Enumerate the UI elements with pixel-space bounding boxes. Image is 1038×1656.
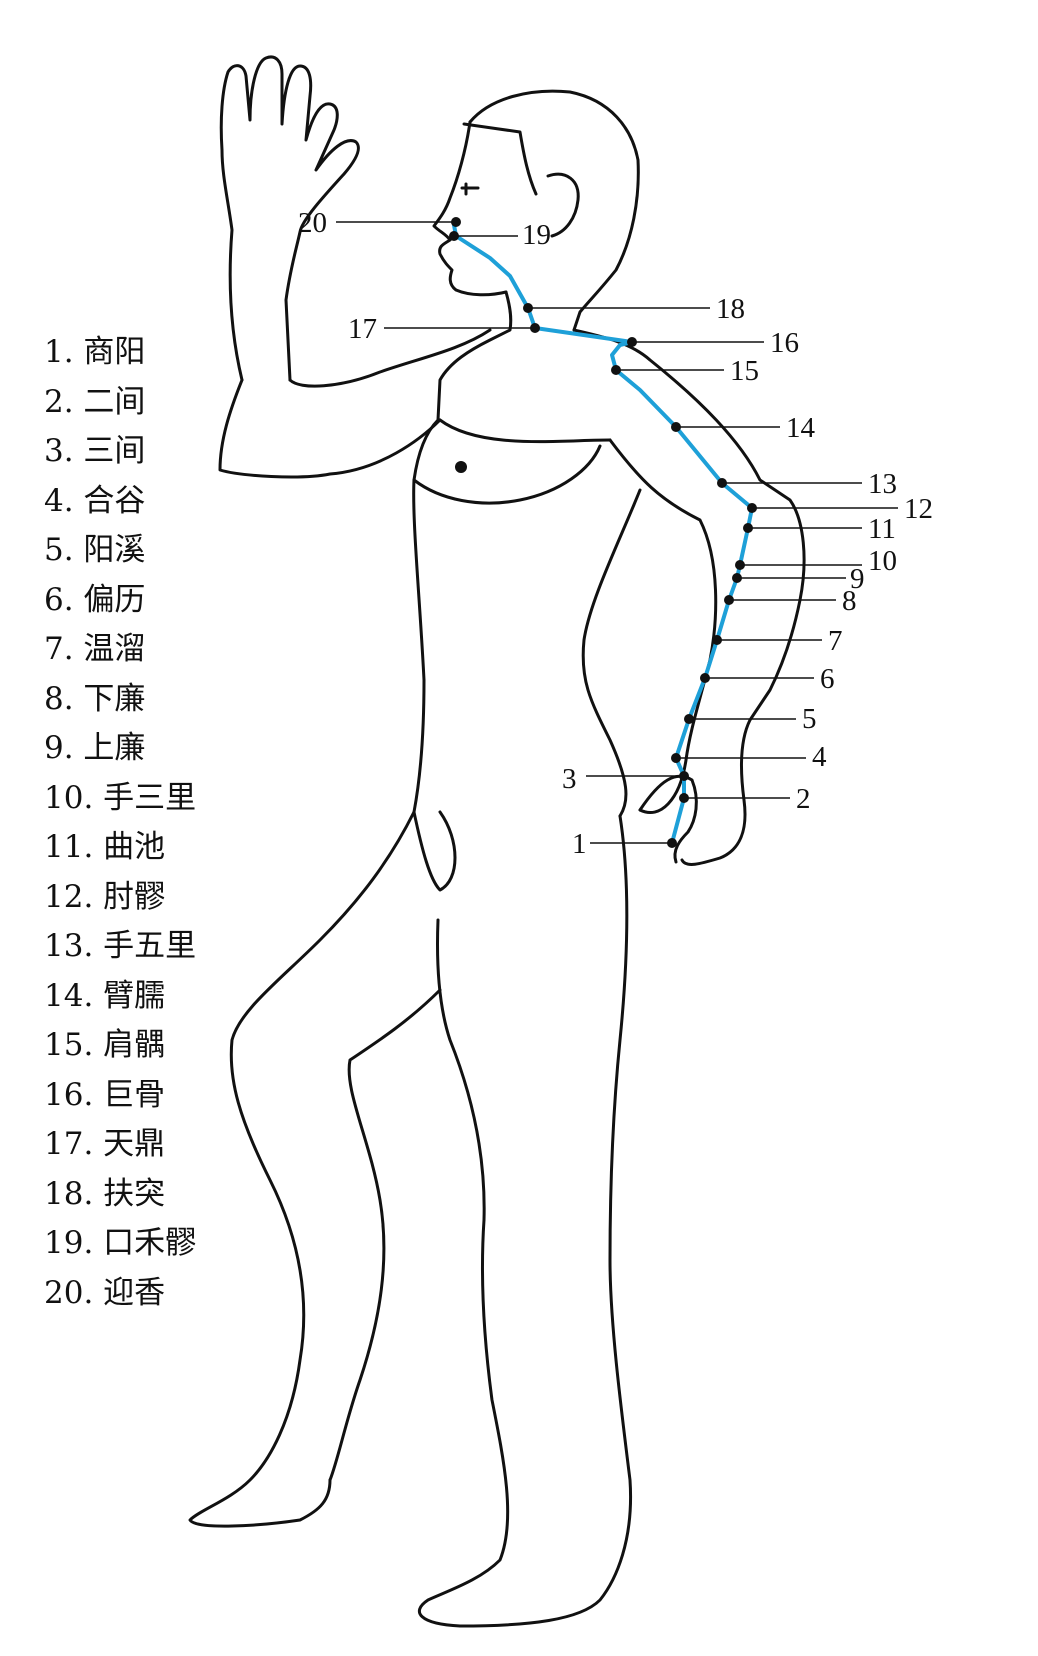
acupoint-19 (449, 231, 459, 241)
legend-item-20: 20. 迎香 (44, 1274, 166, 1311)
legend-item-12: 12. 肘髎 (44, 878, 166, 915)
point-label-9: 9 (850, 563, 865, 595)
point-label-10: 10 (868, 545, 897, 577)
point-label-14: 14 (786, 412, 816, 444)
point-label-8: 8 (842, 585, 857, 617)
point-label-5: 5 (802, 703, 817, 735)
legend-item-11: 11. 曲池 (44, 829, 166, 865)
acupoint-16 (627, 337, 637, 347)
point-label-19: 19 (522, 219, 551, 251)
acupoint-13 (717, 478, 727, 488)
point-label-12: 12 (904, 493, 933, 525)
acupoint-6 (700, 673, 710, 683)
legend-item-4: 4. 合谷 (44, 482, 146, 519)
legend-item-8: 8. 下廉 (44, 680, 146, 717)
acupoint-9 (732, 573, 742, 583)
body-outline (188, 55, 806, 1628)
point-label-18: 18 (716, 293, 745, 325)
point-label-20: 20 (298, 207, 327, 239)
acupoint-20 (451, 217, 461, 227)
acupoint-7 (712, 635, 722, 645)
point-label-11: 11 (868, 513, 896, 545)
legend-item-7: 7. 温溜 (44, 631, 146, 667)
point-label-3: 3 (562, 763, 577, 795)
legend-item-2: 2. 二间 (44, 383, 146, 420)
point-label-6: 6 (820, 663, 835, 695)
point-label-17: 17 (348, 313, 377, 345)
point-label-15: 15 (730, 355, 759, 387)
acupoint-10 (735, 560, 745, 570)
legend-item-18: 18. 扶突 (44, 1175, 166, 1212)
legend-item-6: 6. 偏历 (44, 581, 146, 618)
acupoint-5 (684, 714, 694, 724)
legend-item-9: 9. 上廉 (44, 730, 146, 766)
acupoint-legend: 1. 商阳 2. 二间 3. 三间 4. 合谷 5. 阳溪 6. 偏历 7. 温… (44, 328, 196, 1318)
legend-item-16: 16. 巨骨 (44, 1076, 166, 1113)
acupoints (449, 217, 757, 848)
acupoint-12 (747, 503, 757, 513)
legend-item-17: 17. 天鼎 (44, 1126, 166, 1162)
acupoint-2 (679, 793, 689, 803)
point-label-7: 7 (828, 625, 843, 657)
legend-item-1: 1. 商阳 (44, 334, 146, 370)
legend-item-14: 14. 臂臑 (44, 977, 166, 1014)
acupoint-15 (611, 365, 621, 375)
point-label-1: 1 (572, 828, 587, 860)
acupoint-11 (743, 523, 753, 533)
acupoint-14 (671, 422, 681, 432)
legend-item-3: 3. 三间 (44, 433, 146, 469)
legend-item-19: 19. 口禾髎 (44, 1225, 197, 1261)
acupoint-1 (667, 838, 677, 848)
point-label-4: 4 (812, 741, 827, 773)
legend-item-10: 10. 手三里 (44, 779, 197, 816)
point-label-16: 16 (770, 327, 799, 359)
leader-lines (336, 221, 898, 844)
point-label-2: 2 (796, 783, 811, 815)
point-label-13: 13 (868, 468, 897, 500)
acupoint-3 (679, 771, 689, 781)
legend-item-13: 13. 手五里 (44, 928, 197, 964)
acupoint-18 (523, 303, 533, 313)
legend-item-5: 5. 阳溪 (44, 532, 146, 568)
point-labels: 1 2 3 4 5 6 7 8 9 10 11 12 13 14 15 16 1… (298, 207, 933, 860)
legend-item-15: 15. 肩髃 (44, 1027, 166, 1063)
acupoint-4 (671, 753, 681, 763)
acupoint-8 (724, 595, 734, 605)
acupoint-17 (530, 323, 540, 333)
